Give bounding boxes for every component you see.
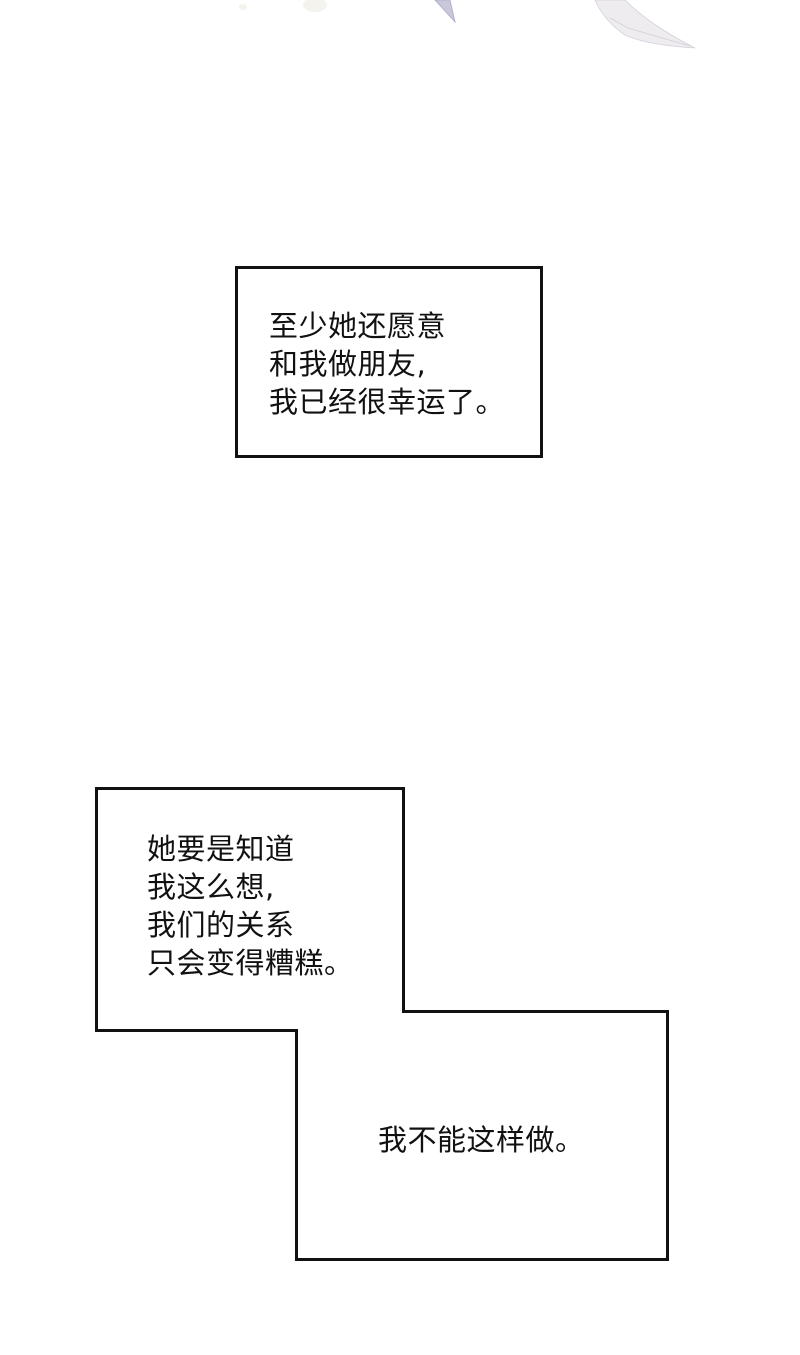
narration-line: 我不能这样做。	[378, 1123, 585, 1157]
narration-text-1: 至少她还愿意 和我做朋友, 我已经很幸运了。	[269, 307, 505, 421]
narration-line: 至少她还愿意	[269, 309, 447, 343]
narration-line: 和我做朋友,	[269, 347, 427, 381]
narration-text-3: 我不能这样做。	[378, 1121, 585, 1159]
narration-line: 她要是知道	[147, 832, 295, 866]
leaf-decoration-icon	[239, 0, 696, 49]
narration-box-1: 至少她还愿意 和我做朋友, 我已经很幸运了。	[235, 266, 543, 458]
narration-line: 只会变得糟糕。	[147, 946, 354, 980]
narration-text-2: 她要是知道 我这么想, 我们的关系 只会变得糟糕。	[147, 830, 354, 982]
narration-line: 我这么想,	[147, 870, 275, 904]
narration-line: 我们的关系	[147, 908, 295, 942]
narration-line: 我已经很幸运了。	[269, 385, 506, 419]
